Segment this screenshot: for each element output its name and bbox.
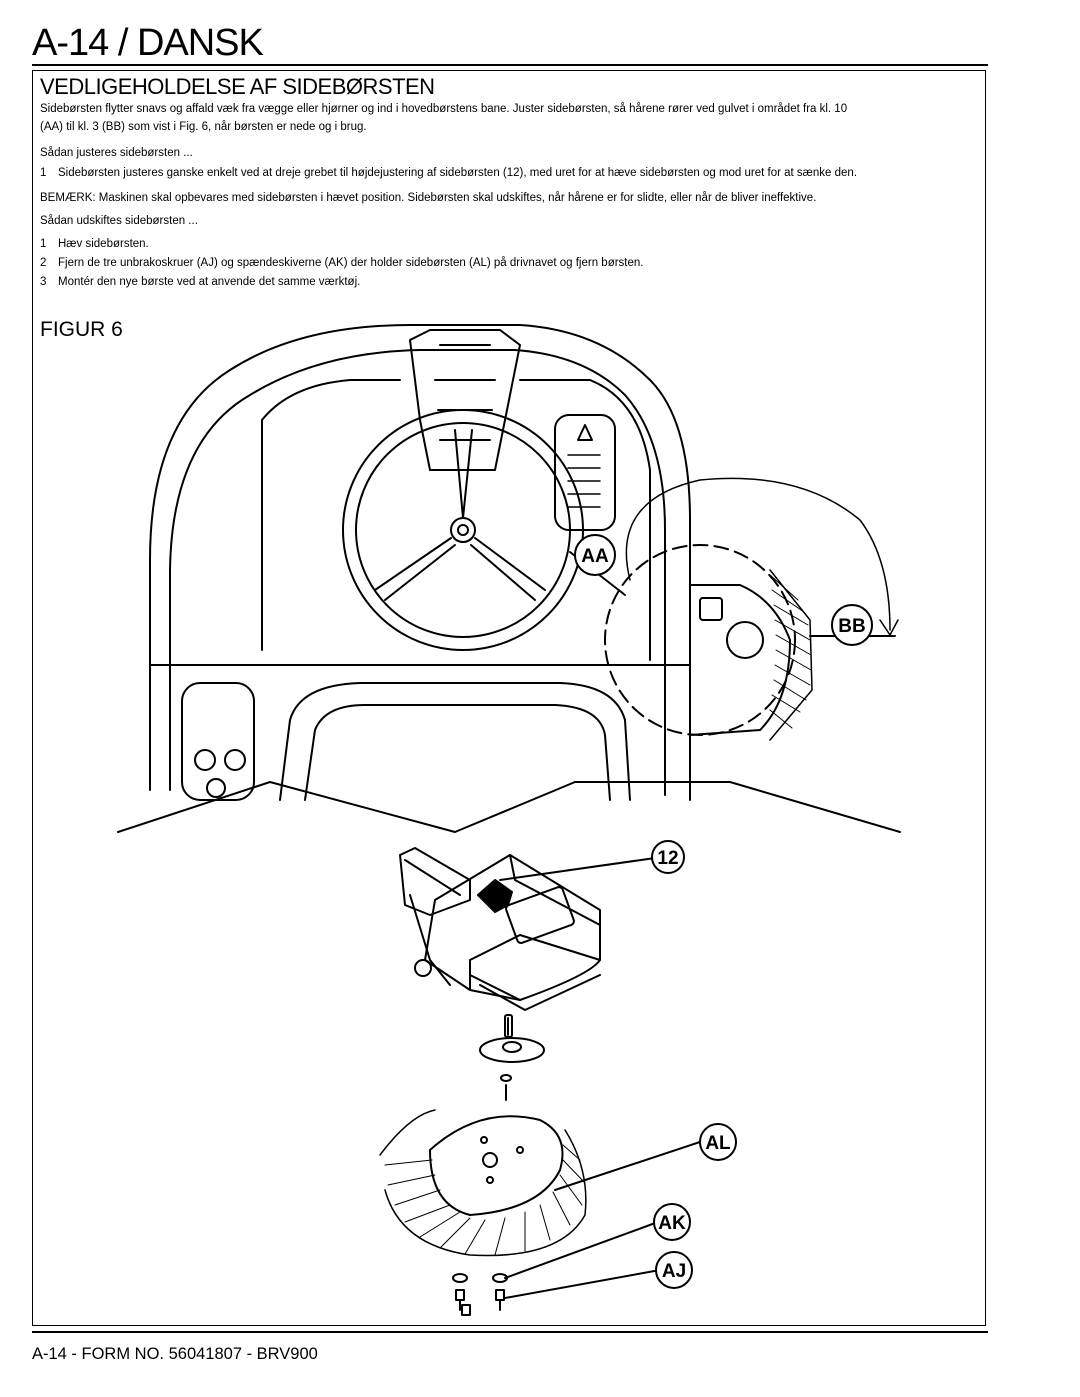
seat: [279, 682, 631, 801]
hood-panel-right: [519, 379, 651, 661]
step-number: 3: [40, 276, 47, 288]
washer-ak-1: [452, 1273, 468, 1283]
svg-text:AA: AA: [581, 546, 609, 567]
callout-aj: AJ: [655, 1251, 693, 1289]
svg-text:AL: AL: [705, 1133, 731, 1154]
label-plate: [505, 886, 575, 944]
replace-step-2: 2 Fjern de tre unbrakoskruer (AJ) og spæn…: [40, 254, 980, 272]
break-line: [117, 781, 901, 833]
adjust-heading: Sådan justeres sidebørsten ...: [40, 147, 193, 159]
svg-text:12: 12: [657, 848, 678, 869]
figure-title: FIGUR 6: [40, 318, 123, 341]
callout-12: 12: [651, 840, 685, 874]
machine-body-outline: [149, 324, 691, 801]
svg-text:AJ: AJ: [662, 1261, 686, 1282]
replace-step-1: 1 Hæv sidebørsten.: [40, 235, 980, 253]
intro-line-2: (AA) til kl. 3 (BB) som vist i Fig. 6, n…: [40, 121, 367, 133]
adjust-step-1: 1 Sidebørsten justeres ganske enkelt ved …: [40, 164, 980, 182]
side-brush-al-bristle-lines: [384, 1144, 586, 1256]
footer-text: A-14 - FORM NO. 56041807 - BRV900: [32, 1345, 318, 1363]
hood-panel: [261, 379, 401, 651]
drive-key: [504, 1014, 513, 1038]
screw-aj-1: [455, 1289, 465, 1311]
control-panel: [181, 682, 255, 801]
callout-al: AL: [699, 1123, 737, 1161]
section-title: VEDLIGEHOLDELSE AF SIDEBØRSTEN: [40, 74, 435, 99]
sweep-arrow-head: [879, 619, 899, 636]
side-brush-bristles: [769, 569, 813, 741]
linkage-arm: [399, 847, 471, 916]
callout-aa: AA: [574, 534, 616, 576]
callout-bb: BB: [831, 604, 873, 646]
machine-inner-outline: [169, 349, 666, 796]
detail-circle-dashed: [604, 544, 796, 736]
steering-wheel: [342, 409, 584, 651]
svg-text:BB: BB: [838, 616, 865, 637]
steering-column: [409, 329, 521, 471]
note-text: BEMÆRK: Maskinen skal opbevares med side…: [40, 192, 817, 204]
side-brush-housing: [689, 584, 791, 736]
page-title: A-14 / DANSK: [32, 22, 264, 64]
footer-rule: [32, 1331, 988, 1333]
pedal: [554, 414, 616, 531]
title-rule: [32, 64, 988, 66]
callout-ak: AK: [653, 1203, 691, 1241]
side-brush-al-bristles: [379, 1109, 587, 1257]
replace-heading: Sådan udskiftes sidebørsten ...: [40, 215, 198, 227]
step-text: Sidebørsten justeres ganske enkelt ved a…: [58, 167, 858, 179]
drive-hub-plate: [479, 1037, 545, 1063]
intro-line-1: Sidebørsten flytter snavs og affald væk …: [40, 103, 848, 115]
step-number: 1: [40, 238, 47, 250]
svg-text:AK: AK: [658, 1213, 686, 1234]
pedal-grip: [567, 454, 601, 508]
screw-aj-3: [461, 1304, 471, 1316]
step-text: Hæv sidebørsten.: [58, 238, 149, 250]
content-frame: [32, 70, 986, 1326]
side-brush-al-disk: [429, 1115, 564, 1216]
step-text: Montér den nye børste ved at anvende det…: [58, 276, 361, 288]
screw-aj-2: [495, 1289, 505, 1311]
step-text: Fjern de tre unbrakoskruer (AJ) og spænd…: [58, 257, 644, 269]
sweep-arc: [625, 477, 891, 631]
replace-step-3: 3 Montér den nye børste ved at anvende de…: [40, 273, 980, 291]
step-number: 2: [40, 257, 47, 269]
step-number: 1: [40, 167, 47, 179]
adjustment-knob-12: [477, 879, 513, 913]
